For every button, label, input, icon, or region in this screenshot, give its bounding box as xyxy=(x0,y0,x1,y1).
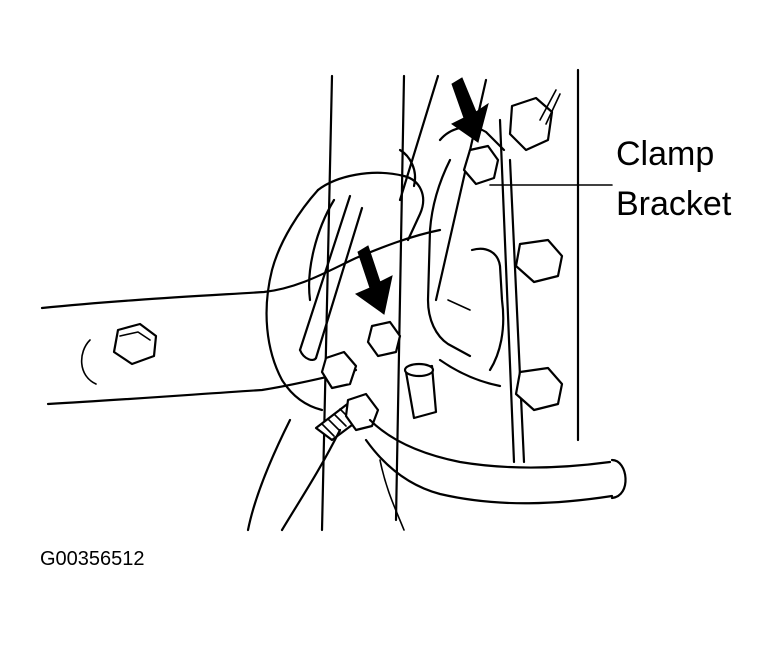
stud-bolt xyxy=(403,362,438,420)
bolt-icon xyxy=(366,320,402,358)
figure-id: G00356512 xyxy=(40,548,145,570)
mount-body xyxy=(265,148,425,412)
arrow-down-icon xyxy=(451,77,489,143)
cross-member xyxy=(40,228,442,406)
bolt-icon xyxy=(514,238,564,284)
callout-label-line-2: Bracket xyxy=(616,185,732,223)
bolt-icon xyxy=(514,366,564,412)
bolt-icon xyxy=(320,350,358,390)
bolt-icon xyxy=(508,89,561,152)
bolt-icon xyxy=(112,322,158,366)
callout-label-line-1: Clamp xyxy=(616,135,715,173)
tube xyxy=(246,418,627,532)
arrow-down-icon xyxy=(354,245,393,315)
bolt-icon xyxy=(462,144,500,186)
